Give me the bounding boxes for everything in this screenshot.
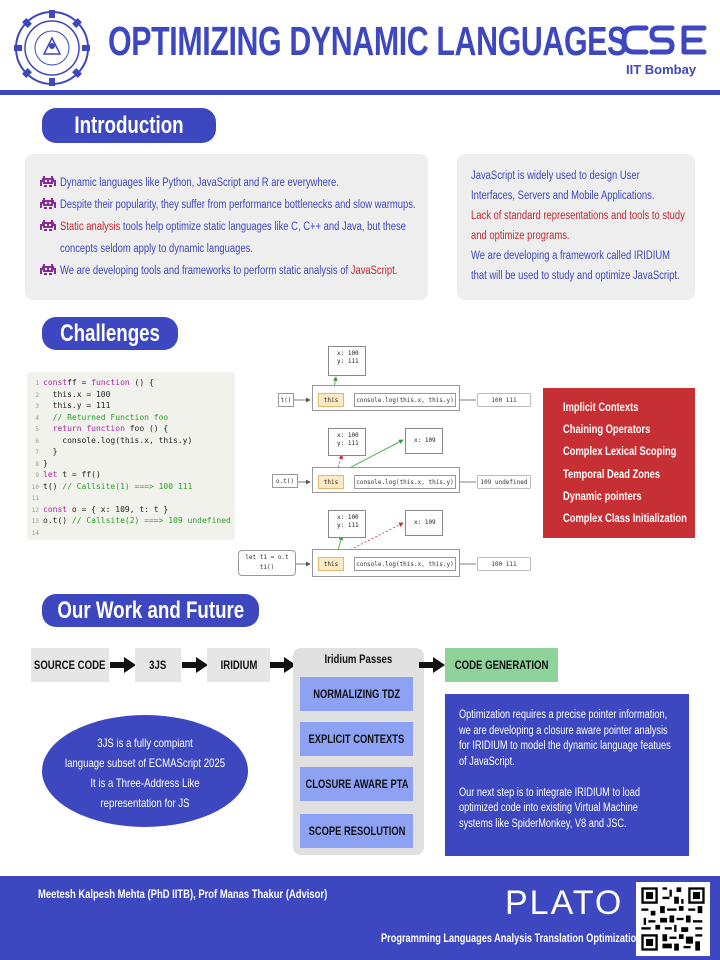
future-work-line: for IRIDIUM to model the dynamic languag… <box>459 740 671 752</box>
code-line: 3 this.y = 111 <box>35 401 111 410</box>
console-log-box: console.log(this.x, this.y) <box>354 475 456 489</box>
pipeline-iridium: IRIDIUM <box>207 648 270 682</box>
challenge-item: Dynamic pointers <box>563 488 642 503</box>
poster-header <box>0 0 720 92</box>
poster-footer <box>0 876 720 960</box>
code-line: 14 <box>31 529 39 537</box>
future-work-line: we are developing a closure aware pointe… <box>459 724 668 737</box>
output-box: 100 111 <box>477 557 531 571</box>
pass-scope-resolution: SCOPE RESOLUTION <box>300 814 413 848</box>
intro-bullet-list: Dynamic languages like Python, JavaScrip… <box>40 172 494 282</box>
intro-bullet: Static analysis tools help optimize stat… <box>40 216 494 238</box>
code-line: 5 return function foo () { <box>35 424 169 433</box>
pass-closure-aware-pta: CLOSURE AWARE PTA <box>300 767 413 801</box>
code-line: 11 <box>31 495 39 502</box>
future-work-box: Optimization requires a precise pointer … <box>445 694 689 856</box>
intro-right-text: JavaScript is widely used to design User… <box>471 166 720 286</box>
memory-object: x: 109 <box>405 510 443 536</box>
cse-logo <box>621 25 707 55</box>
pass-normalizing-tdz: NORMALIZING TDZ <box>300 677 413 711</box>
intro-right-line: JavaScript is widely used to design User <box>471 170 640 182</box>
challenge-item: Chaining Operators <box>563 422 651 437</box>
plato-logo: PLATO <box>505 884 624 922</box>
intro-right-line: and optimize programs. <box>471 230 570 242</box>
code-line: 4 // Returned Function foo <box>35 412 169 422</box>
future-work-line: of JavaScript. <box>459 755 515 768</box>
intro-right-line: Interfaces, Servers and Mobile Applicati… <box>471 190 655 202</box>
header-divider <box>0 90 720 95</box>
intro-right-panel <box>457 154 695 300</box>
poster-title: OPTIMIZING DYNAMIC LANGUAGES <box>108 18 627 64</box>
code-line: 7 } <box>35 447 58 456</box>
pipeline-code-generation: CODE GENERATION <box>445 648 558 682</box>
pipeline-source-code: SOURCE CODE <box>31 648 109 682</box>
pipeline-3js: 3JS <box>135 648 181 682</box>
future-work-line: Optimization requires a precise pointer … <box>459 709 668 721</box>
section-heading-challenges: Challenges <box>42 317 178 350</box>
future-work-line: systems like SpiderMonkey, V8 and JSC. <box>459 817 627 830</box>
alien-invader-icon <box>40 220 56 231</box>
challenge-item: Complex Class Initialization <box>563 511 687 526</box>
code-line: 8} <box>35 458 48 468</box>
future-work-line: Our next step is to integrate IRIDIUM to… <box>459 786 641 799</box>
intro-bullet: Despite their popularity, they suffer fr… <box>40 194 494 216</box>
code-line: 6 console.log(this.x, this.y) <box>35 435 193 445</box>
alien-invader-icon <box>40 264 56 275</box>
alien-invader-icon <box>40 176 56 187</box>
future-work-line <box>459 770 643 786</box>
this-binding: this <box>318 557 344 571</box>
arrow-right-icon <box>270 657 296 673</box>
iridium-passes-title: Iridium Passes <box>324 652 393 666</box>
plato-subtitle: Programming Languages Analysis Translati… <box>381 933 642 945</box>
this-binding: this <box>318 475 344 489</box>
challenge-item: Implicit Contexts <box>563 400 639 414</box>
iitb-emblem-logo <box>14 10 90 86</box>
intro-right-line: that will be used to study and optimize … <box>471 270 680 282</box>
arrow-right-icon <box>182 657 208 673</box>
arrow-right-icon <box>110 657 136 673</box>
3js-description-ellipse: 3JS is a fully compiant language subset … <box>42 715 248 827</box>
alien-invader-icon <box>40 198 56 209</box>
code-line: 15let t1 = o.t <box>27 539 235 540</box>
arrow-right-icon <box>419 657 445 673</box>
intro-right-line: We are developing a framework called IRI… <box>471 250 670 262</box>
intro-bullet: We are developing tools and frameworks t… <box>40 260 494 282</box>
qr-code[interactable] <box>636 882 710 956</box>
console-log-box: console.log(this.x, this.y) <box>354 557 456 571</box>
console-log-box: console.log(this.x, this.y) <box>354 393 456 407</box>
challenge-item: Temporal Dead Zones <box>563 466 661 481</box>
cse-subtitle: IIT Bombay <box>626 62 697 77</box>
intro-right-line: Lack of standard representations and too… <box>471 210 685 222</box>
future-work-line: optimized code into existing Virtual Mac… <box>459 802 638 814</box>
code-line: 2 this.x = 100 <box>35 389 111 399</box>
challenge-item: Complex Lexical Scoping <box>563 444 677 459</box>
pass-explicit-contexts: EXPLICIT CONTEXTS <box>300 722 413 756</box>
section-heading-introduction: Introduction <box>42 108 216 143</box>
authors: Meetesh Kalpesh Mehta (PhD IITB), Prof M… <box>38 889 328 901</box>
intro-bullet: Dynamic languages like Python, JavaScrip… <box>40 172 494 194</box>
callsite-box: t() <box>278 393 294 407</box>
memory-object: x: 109 <box>405 428 443 454</box>
intro-left-panel <box>25 154 428 300</box>
intro-bullet: concepts seldom apply to dynamic languag… <box>60 243 253 255</box>
output-box: 109 undefined <box>477 475 531 489</box>
output-box: 100 111 <box>477 393 531 407</box>
this-binding: this <box>318 393 344 407</box>
callsite-box: o.t() <box>272 474 298 488</box>
section-heading-work: Our Work and Future <box>42 594 259 627</box>
